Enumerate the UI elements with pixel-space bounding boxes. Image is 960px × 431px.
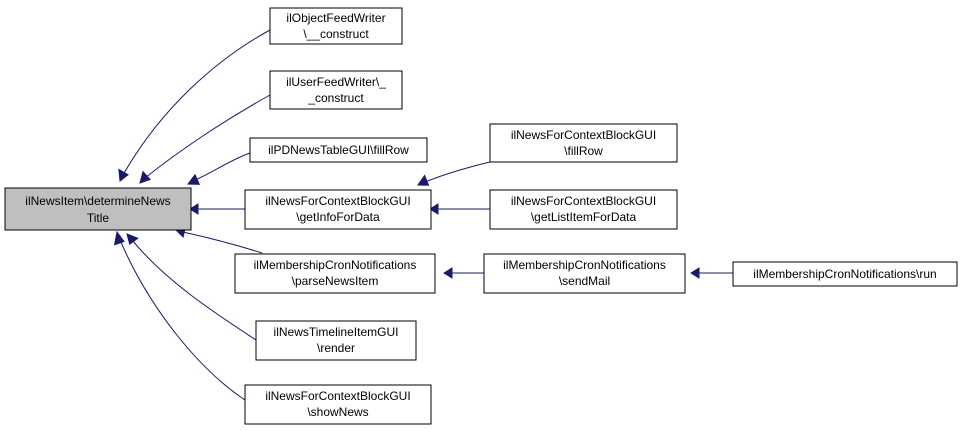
node-root-determine-news-title[interactable]: ilNewsItem\determineNews Title: [4, 187, 192, 231]
svg-text:Title: Title: [87, 211, 110, 225]
node-membership-parse-news-item[interactable]: ilMembershipCronNotifications \parseNews…: [234, 253, 436, 294]
edge-membership-run-to-send: [690, 267, 733, 279]
svg-text:ilNewsForContextBlockGUI: ilNewsForContextBlockGUI: [265, 194, 410, 208]
edge-context-get-info-to-root: [189, 203, 245, 215]
svg-text:ilMembershipCronNotifications: ilMembershipCronNotifications: [503, 258, 666, 272]
node-pd-news-table-fill-row[interactable]: ilPDNewsTableGUI\fillRow: [249, 137, 428, 163]
svg-text:\getInfoForData: \getInfoForData: [296, 210, 380, 224]
svg-text:_construct: _construct: [307, 91, 364, 105]
edge-membership-send-to-parse: [443, 267, 484, 279]
svg-text:ilObjectFeedWriter: ilObjectFeedWriter: [286, 11, 385, 25]
edge-pd-news-table-to-root: [187, 152, 251, 185]
svg-text:ilMembershipCronNotifications: ilMembershipCronNotifications: [254, 258, 417, 272]
svg-text:ilPDNewsTableGUI\fillRow: ilPDNewsTableGUI\fillRow: [268, 143, 409, 157]
svg-text:\__construct: \__construct: [303, 27, 369, 41]
svg-text:\fillRow: \fillRow: [564, 144, 603, 158]
svg-text:ilNewsForContextBlockGUI: ilNewsForContextBlockGUI: [511, 128, 656, 142]
edge-context-fill-row-to-get-info: [417, 161, 491, 186]
edge-context-show-news-to-root: [113, 230, 246, 401]
node-object-feed-writer-construct[interactable]: ilObjectFeedWriter \__construct: [269, 7, 403, 45]
svg-text:\getListItemForData: \getListItemForData: [531, 210, 637, 224]
svg-text:ilNewsForContextBlockGUI: ilNewsForContextBlockGUI: [511, 194, 656, 208]
node-timeline-item-render[interactable]: ilNewsTimelineItemGUI \render: [255, 320, 417, 361]
edge-context-get-list-item-to-get-info: [429, 203, 490, 215]
node-context-block-get-list-item-for-data[interactable]: ilNewsForContextBlockGUI \getListItemFor…: [489, 189, 678, 230]
node-membership-send-mail[interactable]: ilMembershipCronNotifications \sendMail: [483, 253, 686, 294]
node-membership-run[interactable]: ilMembershipCronNotifications\run: [732, 261, 958, 287]
svg-text:\sendMail: \sendMail: [559, 274, 610, 288]
svg-text:\render: \render: [317, 341, 355, 355]
svg-text:ilMembershipCronNotifications\: ilMembershipCronNotifications\run: [753, 267, 936, 281]
edge-user-feed-writer-to-root: [139, 94, 271, 184]
node-user-feed-writer-construct[interactable]: ilUserFeedWriter\_ _construct: [269, 70, 403, 110]
edge-timeline-render-to-root: [126, 233, 257, 341]
svg-text:ilNewsItem\determineNews: ilNewsItem\determineNews: [25, 194, 170, 208]
svg-text:ilUserFeedWriter\_: ilUserFeedWriter\_: [286, 75, 386, 89]
node-context-block-fill-row[interactable]: ilNewsForContextBlockGUI \fillRow: [489, 123, 678, 163]
svg-text:\showNews: \showNews: [307, 405, 368, 419]
edge-object-feed-writer-to-root: [118, 29, 271, 182]
svg-text:ilNewsForContextBlockGUI: ilNewsForContextBlockGUI: [265, 389, 410, 403]
edge-membership-parse-to-root: [175, 225, 263, 254]
svg-text:\parseNewsItem: \parseNewsItem: [292, 274, 379, 288]
node-context-block-get-info-for-data[interactable]: ilNewsForContextBlockGUI \getInfoForData: [244, 189, 432, 230]
svg-text:ilNewsTimelineItemGUI: ilNewsTimelineItemGUI: [274, 325, 399, 339]
node-context-block-show-news[interactable]: ilNewsForContextBlockGUI \showNews: [244, 384, 432, 425]
